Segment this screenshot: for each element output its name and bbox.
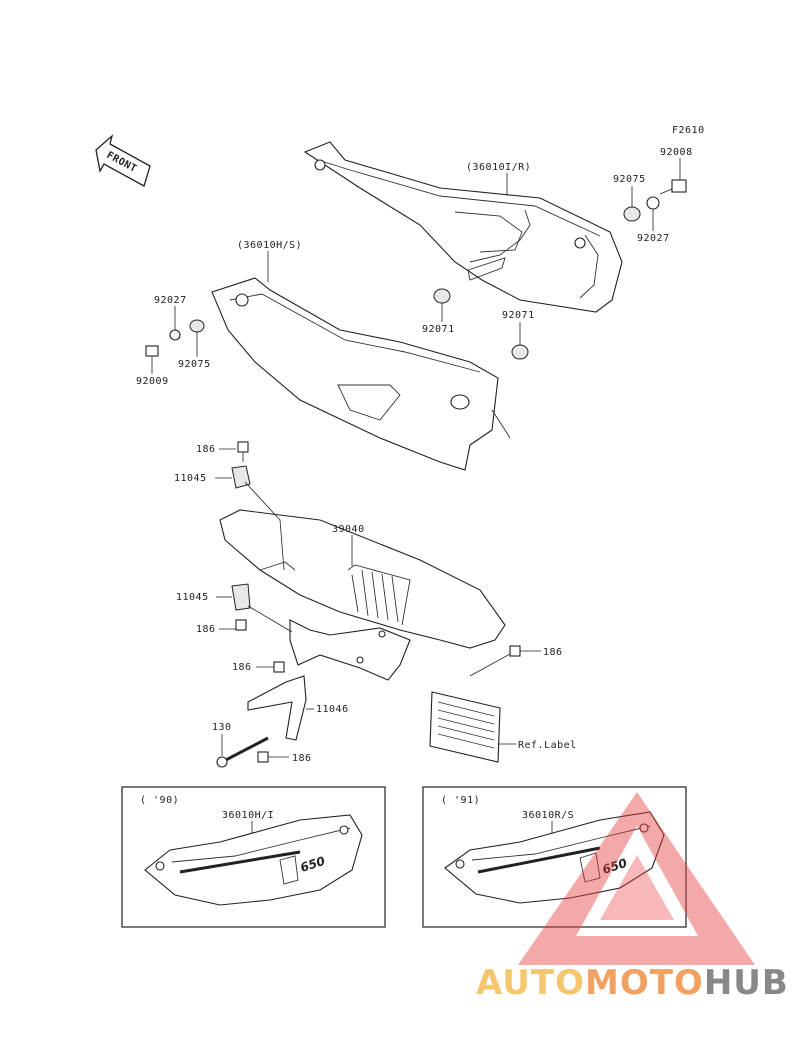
watermark-auto: AUTO [476,963,585,1003]
label-92075-left: 92075 [178,359,211,370]
label-92027-left: 92027 [154,295,187,306]
inset-1991-part: 36010R/S [522,810,574,821]
inset-1990-year: ( '90) [140,795,179,806]
watermark-hub: HUB [704,963,789,1003]
collar-92027-left-icon [169,329,181,341]
grommet-92075-left-icon [189,319,205,333]
label-ref-label: Ref.Label [518,740,577,751]
label-36010IR: (36010I/R) [466,162,531,173]
bolt-186-b-icon [235,619,247,631]
label-186-e: 186 [292,753,312,764]
inset-1990: ( '90) 36010H/I 650 [121,786,386,928]
label-186-d: 186 [543,647,563,658]
grommet-92071-b-icon [511,344,529,360]
label-11045-b: 11045 [176,592,209,603]
front-arrow-icon: FRONT [95,134,151,187]
label-36010HS: (36010H/S) [237,240,302,251]
label-92075-top: 92075 [613,174,646,185]
bolt-186-a-icon [237,441,249,462]
svg-text:AUTOMOTOHUB: AUTOMOTOHUB [476,963,789,1003]
bolt-130-icon [216,736,269,768]
label-186-c: 186 [232,662,252,673]
bolt-186-c-icon [273,661,285,673]
bolt-186-e-icon [257,751,269,763]
inset-1991-year: ( '91) [441,795,480,806]
inset-1991: ( '91) 36010R/S 650 [422,786,687,928]
label-186-b: 186 [196,624,216,635]
label-130: 130 [212,722,232,733]
bolt-186-d-icon [509,645,521,657]
inset-1990-part: 36010H/I [222,810,274,821]
label-92008: 92008 [660,147,693,158]
label-92009: 92009 [136,376,169,387]
label-11045-a: 11045 [174,473,207,484]
label-39040: 39040 [332,524,365,535]
label-11046: 11046 [316,704,349,715]
figure-code: F2610 [672,125,705,136]
label-92071-a: 92071 [422,324,455,335]
side-cover-left [211,277,511,471]
label-92071-b: 92071 [502,310,535,321]
watermark-triangle-icon [518,792,755,965]
label-92027-top: 92027 [637,233,670,244]
ref-label-plate [429,691,501,763]
clip-11045-b-icon [231,583,251,611]
watermark-moto: MOTO [585,963,704,1003]
grommet-92071-a-icon [433,288,451,304]
bracket-11046-icon [247,675,307,741]
watermark-logo: AUTOMOTOHUB [476,792,789,1003]
chain-guard [219,509,506,681]
bolt-92008-icon [659,179,687,195]
grommet-92075-top-icon [623,206,641,222]
collar-92027-top-icon [646,196,660,210]
label-186-a: 186 [196,444,216,455]
side-cover-right [303,141,623,313]
bolt-92009-icon [145,345,159,357]
